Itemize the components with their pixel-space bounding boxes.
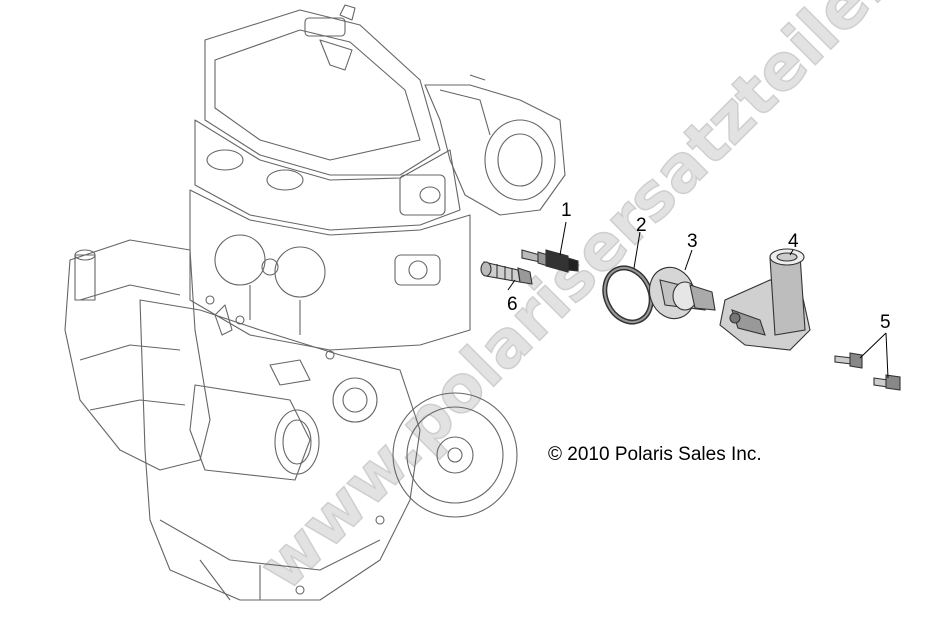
cylinder-head <box>194 119 461 231</box>
leader-lines <box>507 221 889 379</box>
callout-1: 1 <box>561 200 572 221</box>
callout-6: 6 <box>507 294 518 315</box>
callout-3: 3 <box>687 231 698 252</box>
oil-filter <box>189 384 311 481</box>
crankcase <box>139 299 421 601</box>
bolts-part-5 <box>834 352 901 391</box>
callout-5: 5 <box>880 312 891 333</box>
callout-2: 2 <box>636 215 647 236</box>
copyright-text: © 2010 Polaris Sales Inc. <box>548 444 762 465</box>
callout-4: 4 <box>788 231 799 252</box>
temperature-sensor-part-1 <box>521 249 579 273</box>
throttle-body <box>424 84 566 216</box>
thermostat-housing-part-4 <box>719 248 811 351</box>
transmission-case <box>64 239 211 471</box>
gasket-part-2 <box>602 265 654 325</box>
thermostat-part-3 <box>648 266 716 320</box>
water-pump-pulley <box>392 392 518 518</box>
hose-fitting-part-6 <box>480 261 533 285</box>
